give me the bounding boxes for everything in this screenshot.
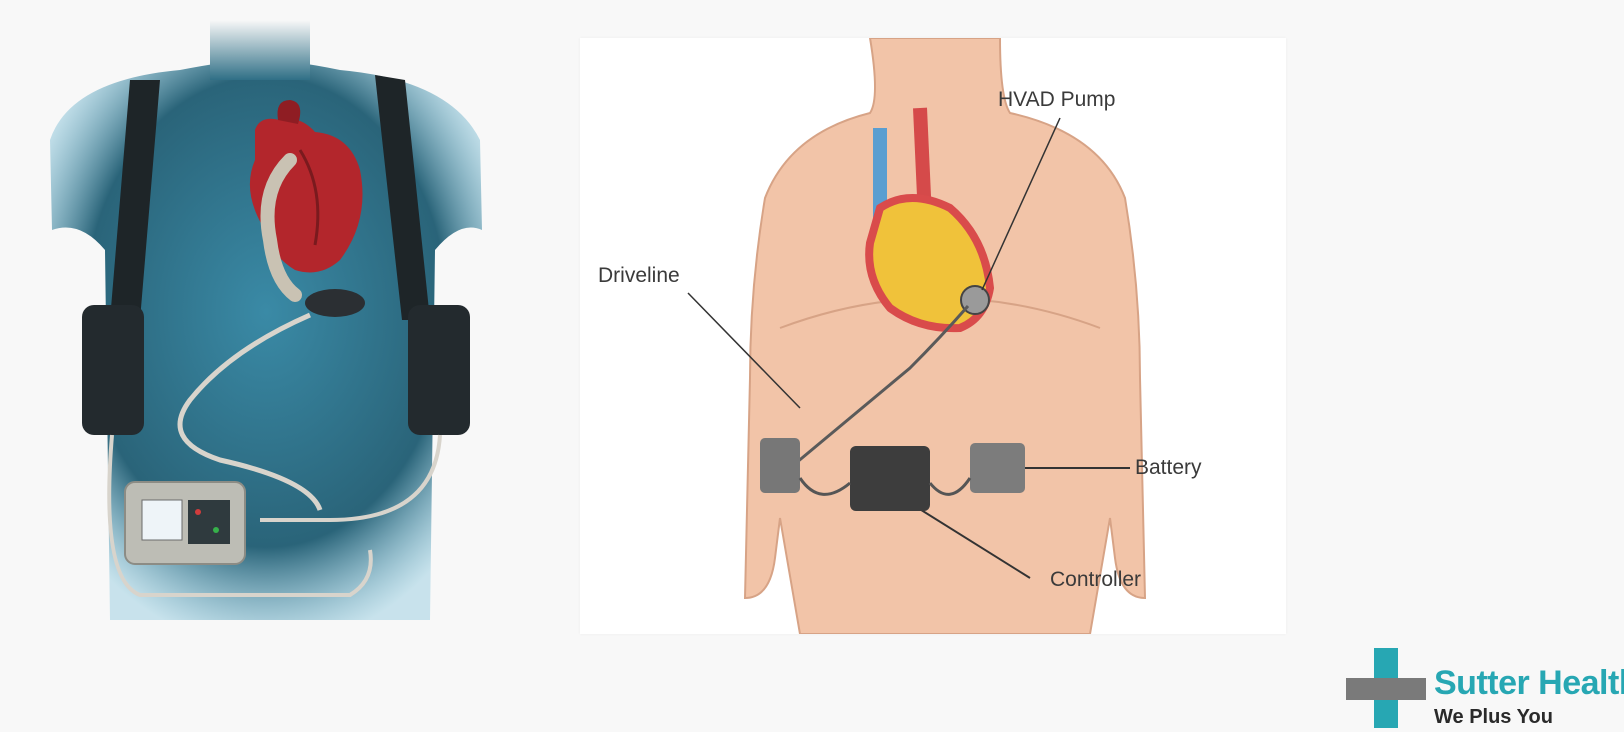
hvad-labeled-diagram: HVAD Pump Driveline Battery Controller: [580, 38, 1286, 634]
battery-label: Battery: [1135, 456, 1202, 480]
sutter-logo-mark: [1346, 648, 1426, 728]
right-battery-pack: [970, 443, 1025, 493]
logo-name: Sutter Health: [1434, 664, 1624, 703]
driveline-label: Driveline: [598, 264, 680, 288]
controller-label: Controller: [1050, 568, 1141, 592]
right-battery-holster: [408, 305, 470, 435]
lvad-wearer-illustration: [30, 20, 510, 630]
hvad-pump-label: HVAD Pump: [998, 88, 1115, 112]
pump-unit: [305, 289, 365, 317]
controller-device: [125, 482, 245, 564]
logo-tagline: We Plus You: [1434, 706, 1553, 729]
left-battery-holster: [82, 305, 144, 435]
left-battery-pack: [760, 438, 800, 493]
body-outline: [745, 38, 1145, 634]
sutter-health-logo: Sutter Health We Plus You: [1346, 646, 1624, 732]
controller-box: [850, 446, 930, 511]
